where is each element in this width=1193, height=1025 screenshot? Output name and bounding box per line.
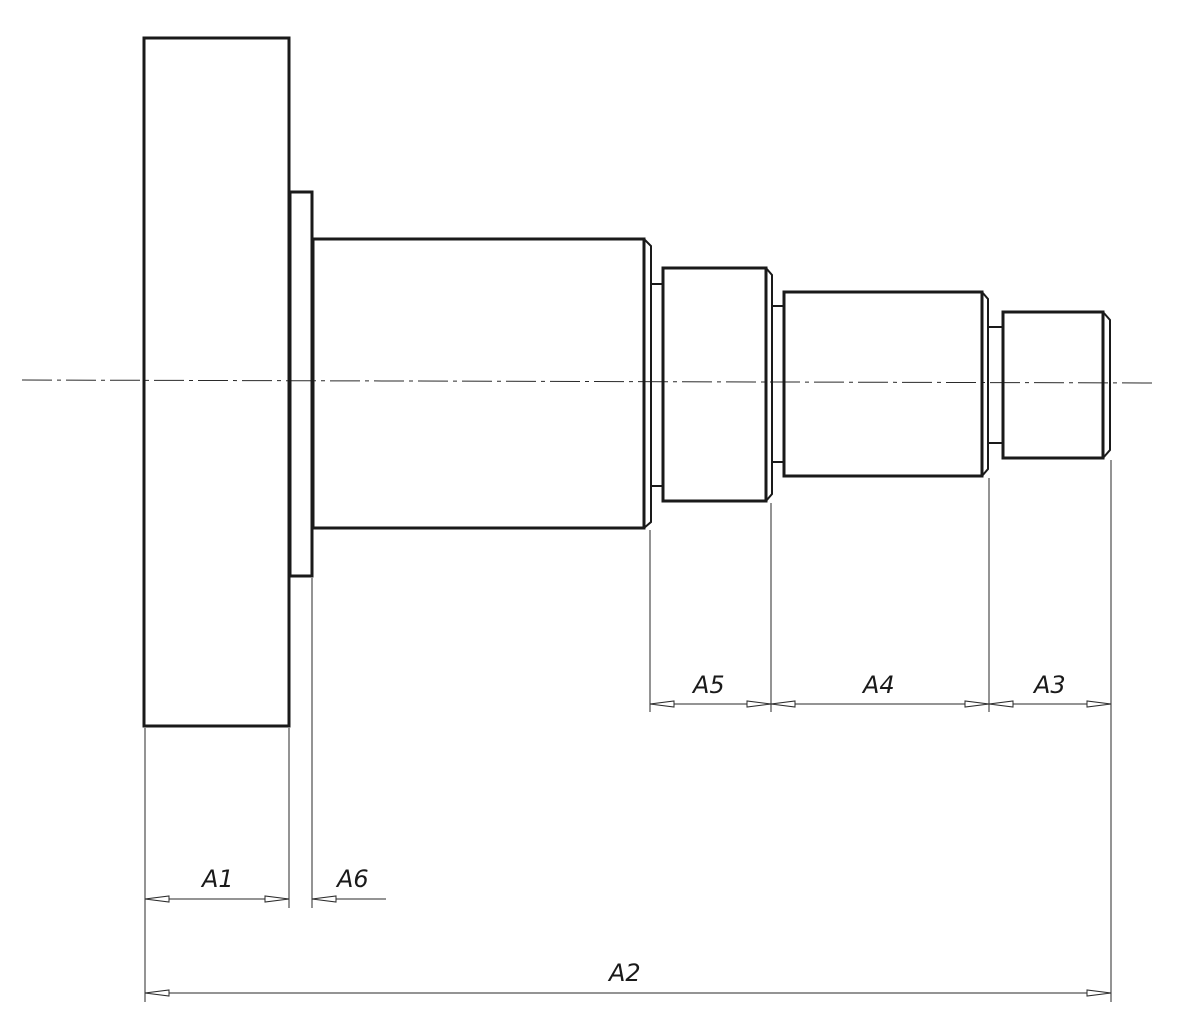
main-journal-section bbox=[311, 237, 646, 530]
arrow-a4-right bbox=[964, 700, 990, 708]
arrow-a6-left bbox=[311, 895, 337, 903]
arrow-a3-left bbox=[988, 700, 1014, 708]
end-section bbox=[1001, 310, 1105, 460]
end-section-chamfer bbox=[1102, 311, 1111, 459]
arrow-a5-left bbox=[649, 700, 675, 708]
arrow-a1-right bbox=[264, 895, 290, 903]
label-a2: A2 bbox=[607, 959, 641, 987]
shaft-body bbox=[142, 36, 1111, 728]
groove-2 bbox=[771, 305, 785, 463]
arrow-a2-left bbox=[144, 989, 170, 997]
groove-3 bbox=[987, 326, 1004, 444]
center-axis-line bbox=[21, 379, 1156, 384]
label-a1: A1 bbox=[200, 865, 234, 893]
dimension-lines bbox=[144, 700, 1112, 997]
label-a6: A6 bbox=[335, 865, 369, 893]
label-a5: A5 bbox=[691, 671, 725, 699]
collar-section bbox=[288, 190, 314, 578]
bearing-seat-section bbox=[661, 266, 768, 503]
arrow-a5-right bbox=[746, 700, 772, 708]
arrow-a3-right bbox=[1086, 700, 1112, 708]
middle-section bbox=[782, 290, 984, 478]
dimension-labels: A5 A4 A3 A1 A6 A2 bbox=[200, 671, 1066, 987]
groove-1 bbox=[650, 283, 664, 487]
label-a4: A4 bbox=[861, 671, 895, 699]
label-a3: A3 bbox=[1032, 671, 1066, 699]
arrow-a4-left bbox=[770, 700, 796, 708]
arrow-a2-right bbox=[1086, 989, 1112, 997]
extension-lines bbox=[144, 460, 1112, 1002]
arrow-a1-left bbox=[144, 895, 170, 903]
flange-section bbox=[142, 36, 291, 728]
